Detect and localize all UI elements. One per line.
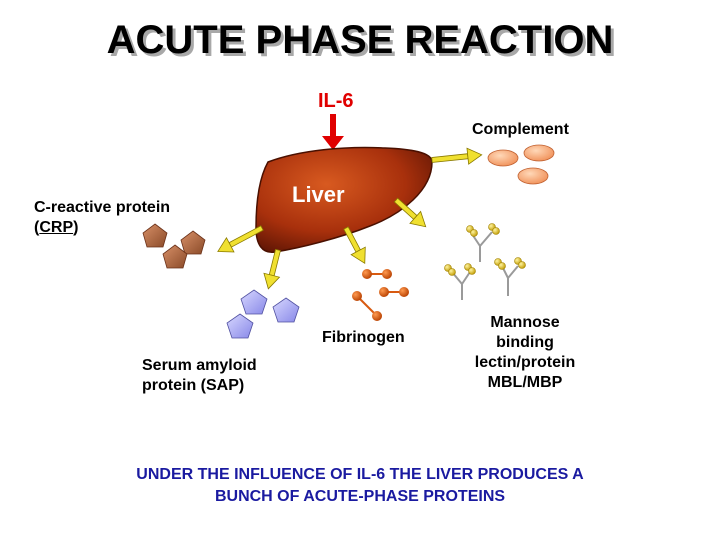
complement-oval xyxy=(517,167,549,185)
complement-oval xyxy=(487,149,519,167)
complement-oval xyxy=(523,144,555,162)
crp-pentagon xyxy=(142,223,168,248)
arrow-to-sap xyxy=(263,248,281,290)
mbl-molecules xyxy=(444,223,526,300)
sap-label: Serum amyloid protein (SAP) xyxy=(142,356,257,396)
sap-pentagon xyxy=(272,297,300,323)
sap-pentagon xyxy=(226,313,254,339)
crp-abbreviation: CRP xyxy=(39,219,74,236)
mbl-molecule xyxy=(494,257,526,296)
fibrinogen-molecule xyxy=(352,291,382,321)
fibrinogen-molecule xyxy=(362,269,392,279)
mbl-label-line2: binding xyxy=(496,334,554,351)
crp-molecules xyxy=(142,223,206,269)
crp-open-paren: ( xyxy=(34,219,40,236)
arrow-to-crp xyxy=(217,225,264,253)
crp-pentagon xyxy=(162,244,188,269)
complement-label: Complement xyxy=(472,121,569,138)
slide-title: ACUTE PHASE REACTION xyxy=(106,18,614,62)
footer-caption: UNDER THE INFLUENCE OF IL-6 THE LIVER PR… xyxy=(40,464,680,508)
sap-molecules xyxy=(226,289,300,339)
output-arrows xyxy=(217,147,483,290)
il6-arrow xyxy=(322,114,344,150)
sap-pentagon xyxy=(240,289,268,315)
crp-label-line2: (CRP) xyxy=(34,218,170,238)
mbl-molecule xyxy=(444,263,476,300)
mbl-molecule xyxy=(466,223,500,262)
complement-molecules xyxy=(487,144,555,185)
il6-label: IL-6 xyxy=(318,90,354,112)
arrow-to-complement xyxy=(431,147,483,165)
mbl-label: Mannose binding lectin/protein MBL/MBP xyxy=(460,313,590,393)
sap-label-line1: Serum amyloid xyxy=(142,357,257,374)
arrow-to-fibrinogen xyxy=(343,226,366,265)
arrow-to-mbl xyxy=(393,197,427,228)
crp-label-line1: C-reactive protein xyxy=(34,199,171,216)
crp-label: C-reactive protein (CRP) xyxy=(34,198,170,238)
footer-line1: UNDER THE INFLUENCE OF IL-6 THE LIVER PR… xyxy=(136,466,584,483)
fibrinogen-molecule xyxy=(379,287,409,297)
footer-line2: BUNCH OF ACUTE-PHASE PROTEINS xyxy=(214,488,506,505)
crp-pentagon xyxy=(180,230,206,255)
fibrinogen-molecules xyxy=(352,269,409,321)
liver-label: Liver xyxy=(292,182,345,207)
fibrinogen-label: Fibrinogen xyxy=(322,329,405,346)
crp-close-paren: ) xyxy=(73,219,79,236)
mbl-label-line4: MBL/MBP xyxy=(487,374,563,391)
sap-label-line2: protein (SAP) xyxy=(142,377,245,394)
mbl-label-line3: lectin/protein xyxy=(474,354,576,371)
mbl-label-line1: Mannose xyxy=(490,314,560,331)
